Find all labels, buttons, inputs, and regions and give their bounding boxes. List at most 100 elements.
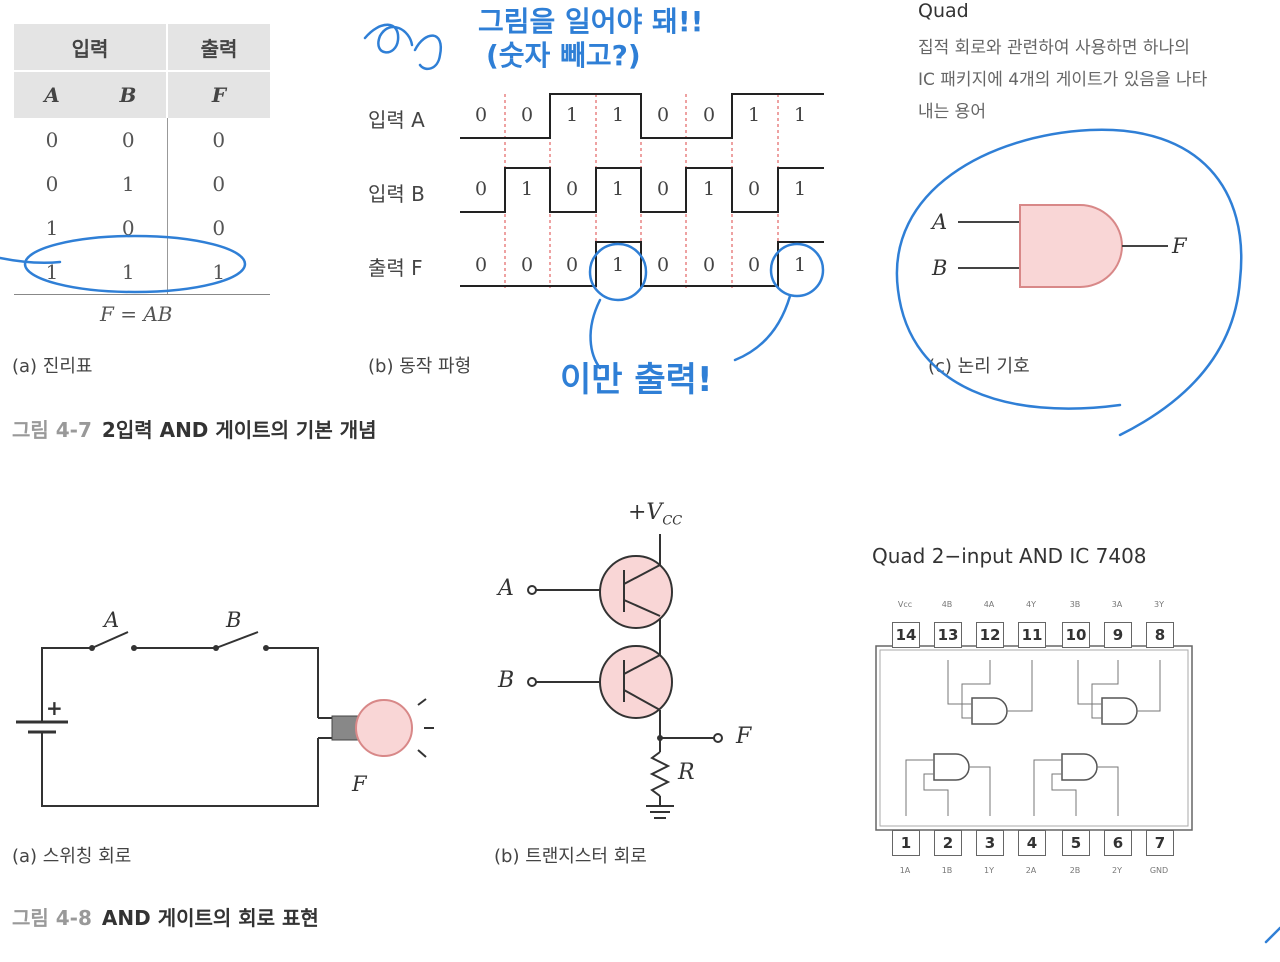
wave-b-val: 0 [747,178,761,200]
quad-description: 집적 회로와 관련하여 사용하면 하나의 IC 패키지에 4개의 게이트가 있음… [918,38,1208,122]
caption-logic-symbol: (c) 논리 기호 [928,356,1030,377]
wave-b-val: 1 [520,178,534,200]
symbol-input-a: A [932,210,948,234]
wave-label-f: 출력 F [368,256,423,280]
wave-a-val: 0 [656,104,670,126]
handwriting-top: 그림을 일어야 돼!! [478,5,704,38]
caption-truth-table: (a) 진리표 [12,356,93,377]
ic-pin-14: 14 [892,622,920,648]
wave-b-val: 0 [474,178,488,200]
wave-f-val: 0 [520,254,534,276]
ic-pin-10: 10 [1062,622,1090,648]
wave-b-val: 0 [565,178,579,200]
transistor-input-a: A [498,576,514,601]
wave-a-val: 0 [520,104,534,126]
ic-top-label: 4Y [1026,600,1036,609]
wave-a-val: 1 [565,104,579,126]
ic-top-label: 4A [983,600,995,609]
output-group-header: 출력 [166,24,270,72]
symbol-input-b: B [932,256,948,280]
ic-pin-7: 7 [1146,830,1174,856]
transistor-output-f: F [736,724,752,749]
transistor-input-b: B [498,668,515,693]
wave-f-val: 1 [611,254,625,276]
ic-pin-12: 12 [976,622,1004,648]
ic-pin-6: 6 [1104,830,1132,856]
ic-top-label: 3B [1069,600,1081,609]
wave-a-val: 0 [702,104,716,126]
wave-b-val: 0 [656,178,670,200]
var-header-f: F [166,71,270,118]
ic-bottom-label: 2B [1069,866,1081,875]
ic-bottom-label: GND [1149,866,1169,875]
ic-top-label: Vcc [897,600,913,609]
vcc-text: +V [628,500,663,525]
equation: F = AB [100,302,173,326]
ic-bottom-label: 1A [899,866,911,875]
ic-top-label: 4B [941,600,953,609]
ic-bottom-label: 1Y [984,866,994,875]
figure-4-7-title: 2입력 AND 게이트의 기본 개념 [101,418,377,442]
battery-plus: + [46,696,63,720]
caption-switch-circuit: (a) 스위칭 회로 [12,846,132,867]
ic-pin-4: 4 [1018,830,1046,856]
wave-f-val: 0 [474,254,488,276]
wave-f-val: 0 [656,254,670,276]
wave-a-val: 0 [474,104,488,126]
caption-transistor-circuit: (b) 트랜지스터 회로 [494,846,647,867]
lamp-label: F [352,772,367,796]
ic-bottom-label: 2Y [1112,866,1122,875]
vcc-sub: CC [662,513,683,529]
ic-pin-3: 3 [976,830,1004,856]
resistor-label: R [678,760,695,785]
wave-a-val: 1 [747,104,761,126]
ic-bottom-label: 1B [941,866,953,875]
ic-top-label: 3Y [1154,600,1164,609]
wave-b-val: 1 [702,178,716,200]
ic-pin-1: 1 [892,830,920,856]
ic-pin-5: 5 [1062,830,1090,856]
wave-f-val: 0 [702,254,716,276]
wave-f-val: 1 [793,254,807,276]
wave-a-val: 1 [793,104,807,126]
figure-4-7-number: 그림 4-7 [12,418,92,442]
ic-title: Quad 2−input AND IC 7408 [872,544,1147,568]
input-group-header: 입력 [14,24,167,72]
switch-a-label: A [104,608,120,632]
handwriting-top2: (숫자 빼고?) [486,39,641,72]
wave-label-b: 입력 B [368,182,425,206]
caption-waveform: (b) 동작 파형 [368,356,472,377]
ic-bottom-label: 2A [1025,866,1037,875]
figure-4-8-number: 그림 4-8 [12,906,92,930]
table-row: 0 0 0 [14,118,270,162]
table-row: 1 1 1 [14,250,270,295]
ic-pin-11: 11 [1018,622,1046,648]
figure-4-8-title: AND 게이트의 회로 표현 [101,906,319,930]
ic-top-label: 3A [1111,600,1123,609]
wave-f-val: 0 [747,254,761,276]
vcc-label: +VCC [628,500,682,528]
wave-f-val: 0 [565,254,579,276]
ic-pin-8: 8 [1146,622,1174,648]
ic-pin-9: 9 [1104,622,1132,648]
symbol-output-f: F [1172,234,1187,258]
var-header-a: A [14,71,90,118]
table-row: 1 0 0 [14,206,270,250]
handwriting-note: 이만 출력! [560,360,713,400]
ic-pin-2: 2 [934,830,962,856]
wave-b-val: 1 [611,178,625,200]
figure-4-8-caption: 그림 4-8 AND 게이트의 회로 표현 [12,902,319,931]
switch-b-label: B [226,608,242,632]
wave-label-a: 입력 A [368,108,425,132]
ic-pin-13: 13 [934,622,962,648]
truth-table: 입력 출력 A B F 0 0 0 0 1 0 1 0 0 1 1 1 [14,24,270,295]
table-row: 0 1 0 [14,162,270,206]
wave-b-val: 1 [793,178,807,200]
wave-a-val: 1 [611,104,625,126]
